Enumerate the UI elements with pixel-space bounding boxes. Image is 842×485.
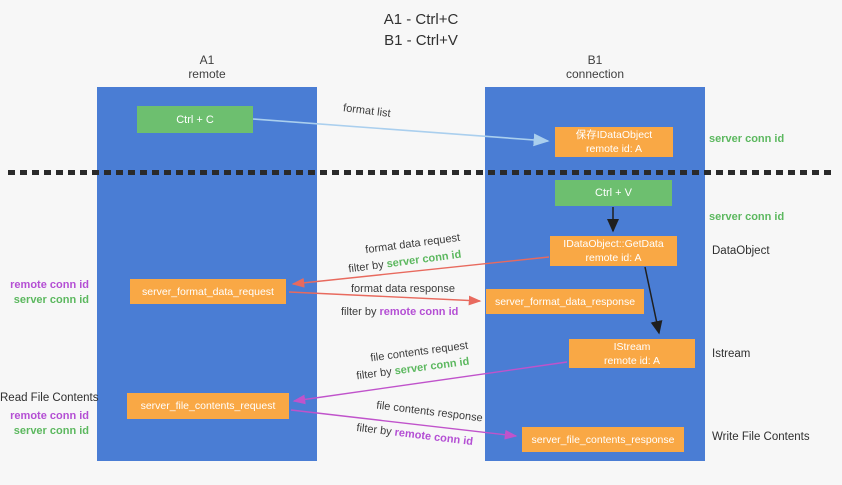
title-line-ctrl-c: A1 - Ctrl+C	[383, 11, 459, 28]
istream-node: IStream remote id: A	[569, 339, 695, 368]
server-conn-id-text: server conn id	[709, 211, 785, 223]
title-line-ctrl-v: B1 - Ctrl+V	[384, 32, 458, 49]
dataobject-text: DataObject	[712, 245, 770, 257]
write-file-contents-label: Write File Contents	[712, 431, 810, 443]
remote-conn-id-label: remote conn id	[10, 279, 89, 291]
server-file-contents-response-label: server_file_contents_response	[531, 433, 675, 446]
left-column-role: remote	[188, 67, 226, 81]
right-server-conn-id-2: server conn id	[709, 211, 784, 223]
save-idataobject-line2: remote id: A	[585, 143, 643, 155]
idataobject-getdata-node: IDataObject::GetData remote id: A	[550, 236, 677, 266]
istream-line1: IStream	[613, 340, 651, 353]
remote-conn-id-label: remote conn id	[10, 410, 89, 422]
format-data-response-text: format data response	[351, 283, 455, 295]
write-file-contents-text: Write File Contents	[712, 431, 810, 443]
istream-side-label: Istream	[712, 348, 750, 360]
right-column-role: connection	[565, 67, 625, 81]
read-file-contents-text: Read File Contents	[0, 392, 99, 404]
server-format-data-request-node: server_format_data_request	[130, 279, 286, 304]
server-format-data-request-label: server_format_data_request	[142, 285, 274, 298]
format-data-response-label: format data response	[351, 283, 455, 295]
server-format-data-response-label: server_format_data_response	[494, 295, 636, 308]
ctrl-v-node: Ctrl + V	[555, 180, 672, 206]
istream-text: Istream	[712, 348, 751, 360]
ctrl-c-node: Ctrl + C	[137, 106, 253, 133]
istream-line2: remote id: A	[603, 354, 661, 367]
right-column-id: B1	[587, 53, 603, 67]
left-column-id: A1	[199, 53, 215, 67]
phase-separator-dashed-line	[8, 170, 836, 175]
left-column-header: A1 remote	[97, 53, 317, 81]
filter-by-remote-conn-id-label-2: filter by remote conn id	[356, 422, 474, 448]
filter-by-text: filter by	[355, 365, 396, 383]
filter-by-text: filter by	[341, 306, 380, 318]
filter-by-text: filter by	[355, 421, 396, 439]
getdata-line2: remote id: A	[585, 252, 642, 264]
right-column-header: B1 connection	[485, 53, 705, 81]
server-conn-id-text: server conn id	[709, 133, 785, 145]
remote-conn-id-text: remote conn id	[379, 306, 459, 318]
right-server-conn-id-1: server conn id	[709, 133, 784, 145]
read-file-contents-label: Read File Contents	[0, 391, 99, 406]
filter-by-remote-conn-id-label-1: filter by remote conn id	[341, 306, 458, 318]
file-contents-response-text: file contents response	[375, 399, 484, 425]
save-idataobject-node: 保存IDataObject remote id: A	[555, 127, 673, 157]
filter-by-text: filter by	[347, 258, 388, 276]
file-contents-response-label: file contents response	[376, 400, 484, 425]
remote-conn-id-text: remote conn id	[393, 426, 474, 449]
format-list-text: format list	[342, 102, 392, 120]
server-file-contents-response-node: server_file_contents_response	[522, 427, 684, 452]
save-idataobject-line1: 保存IDataObject	[575, 129, 653, 141]
left-conn-id-group-2: remote conn id server conn id	[0, 409, 89, 439]
server-file-contents-request-node: server_file_contents_request	[127, 393, 289, 419]
getdata-line1: IDataObject::GetData	[563, 238, 664, 250]
server-format-data-response-node: server_format_data_response	[486, 289, 644, 314]
ctrl-v-label: Ctrl + V	[595, 187, 632, 199]
dataobject-label: DataObject	[712, 245, 770, 257]
format-list-label: format list	[342, 102, 391, 120]
left-conn-id-group-1: remote conn id server conn id	[0, 278, 89, 308]
server-conn-id-label: server conn id	[13, 425, 89, 437]
server-file-contents-request-label: server_file_contents_request	[140, 400, 276, 412]
server-conn-id-label: server conn id	[13, 294, 89, 306]
diagram-title: A1 - Ctrl+C B1 - Ctrl+V	[0, 9, 842, 51]
ctrl-c-label: Ctrl + C	[176, 113, 214, 126]
